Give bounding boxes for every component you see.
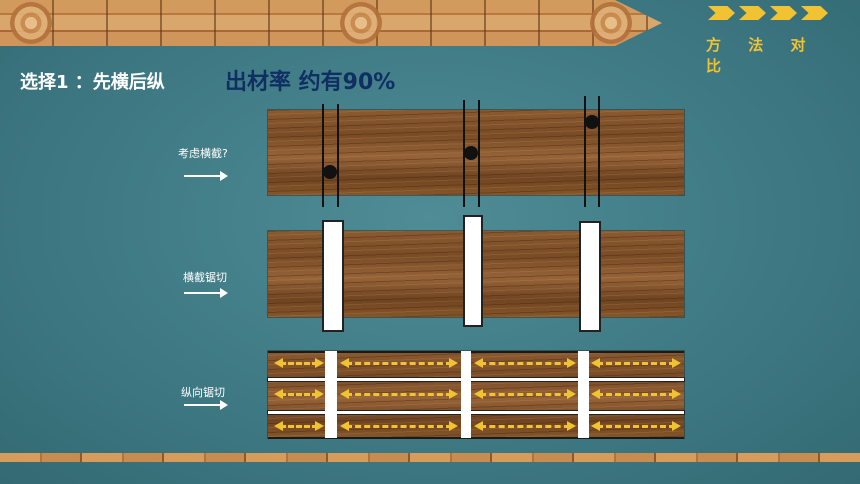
crosscut-gap — [325, 351, 337, 438]
rip-edge-line — [268, 351, 684, 353]
cut-guide-line — [322, 104, 324, 207]
rip-direction-arrow — [591, 421, 681, 431]
rip-direction-arrow — [274, 358, 324, 368]
crosscut-gap — [463, 215, 483, 327]
chevron-right-icon — [739, 6, 766, 20]
cut-guide-line — [478, 100, 480, 207]
cut-guide-line — [598, 96, 600, 207]
crosscut-gap — [322, 220, 344, 332]
rip-cut-line — [268, 411, 684, 414]
arrow-right-icon — [184, 288, 228, 298]
yield-heading: 出材率 约有90% — [225, 70, 396, 95]
rip-direction-arrow — [474, 421, 576, 431]
rip-direction-arrow — [591, 389, 681, 399]
rip-direction-arrow — [274, 421, 324, 431]
log-end-decoration — [10, 2, 52, 44]
defect-knot — [323, 165, 337, 179]
rip-direction-arrow — [474, 389, 576, 399]
step-label-rip: 纵向锯切 — [181, 386, 225, 399]
wood-footer-strip — [0, 453, 860, 462]
crosscut-gap — [578, 351, 589, 438]
crosscut-gap — [461, 351, 471, 438]
defect-knot — [585, 115, 599, 129]
chevron-right-icon — [770, 6, 797, 20]
arrow-right-icon — [184, 171, 228, 181]
rip-direction-arrow — [474, 358, 576, 368]
defect-knot — [464, 146, 478, 160]
log-end-decoration — [340, 2, 382, 44]
chevron-group — [708, 6, 828, 20]
step-label-crosscut: 横截锯切 — [183, 271, 227, 284]
section-title: 方 法 对 比 — [706, 36, 817, 75]
rip-direction-arrow — [340, 358, 458, 368]
rip-direction-arrow — [340, 389, 458, 399]
chevron-right-icon — [708, 6, 735, 20]
arrow-right-icon — [184, 400, 228, 410]
wood-banner — [0, 0, 662, 46]
log-end-decoration — [590, 2, 632, 44]
cut-guide-line — [337, 104, 339, 207]
rip-direction-arrow — [274, 389, 324, 399]
option-heading: 选择1 ：先横后纵 — [20, 72, 165, 93]
chevron-right-icon — [801, 6, 828, 20]
rip-edge-line — [268, 437, 684, 439]
step-label-consider-crosscut: 考虑横截? — [178, 147, 228, 160]
cut-guide-line — [584, 96, 586, 207]
rip-direction-arrow — [340, 421, 458, 431]
rip-direction-arrow — [591, 358, 681, 368]
crosscut-gap — [579, 221, 601, 332]
rip-cut-line — [268, 378, 684, 381]
